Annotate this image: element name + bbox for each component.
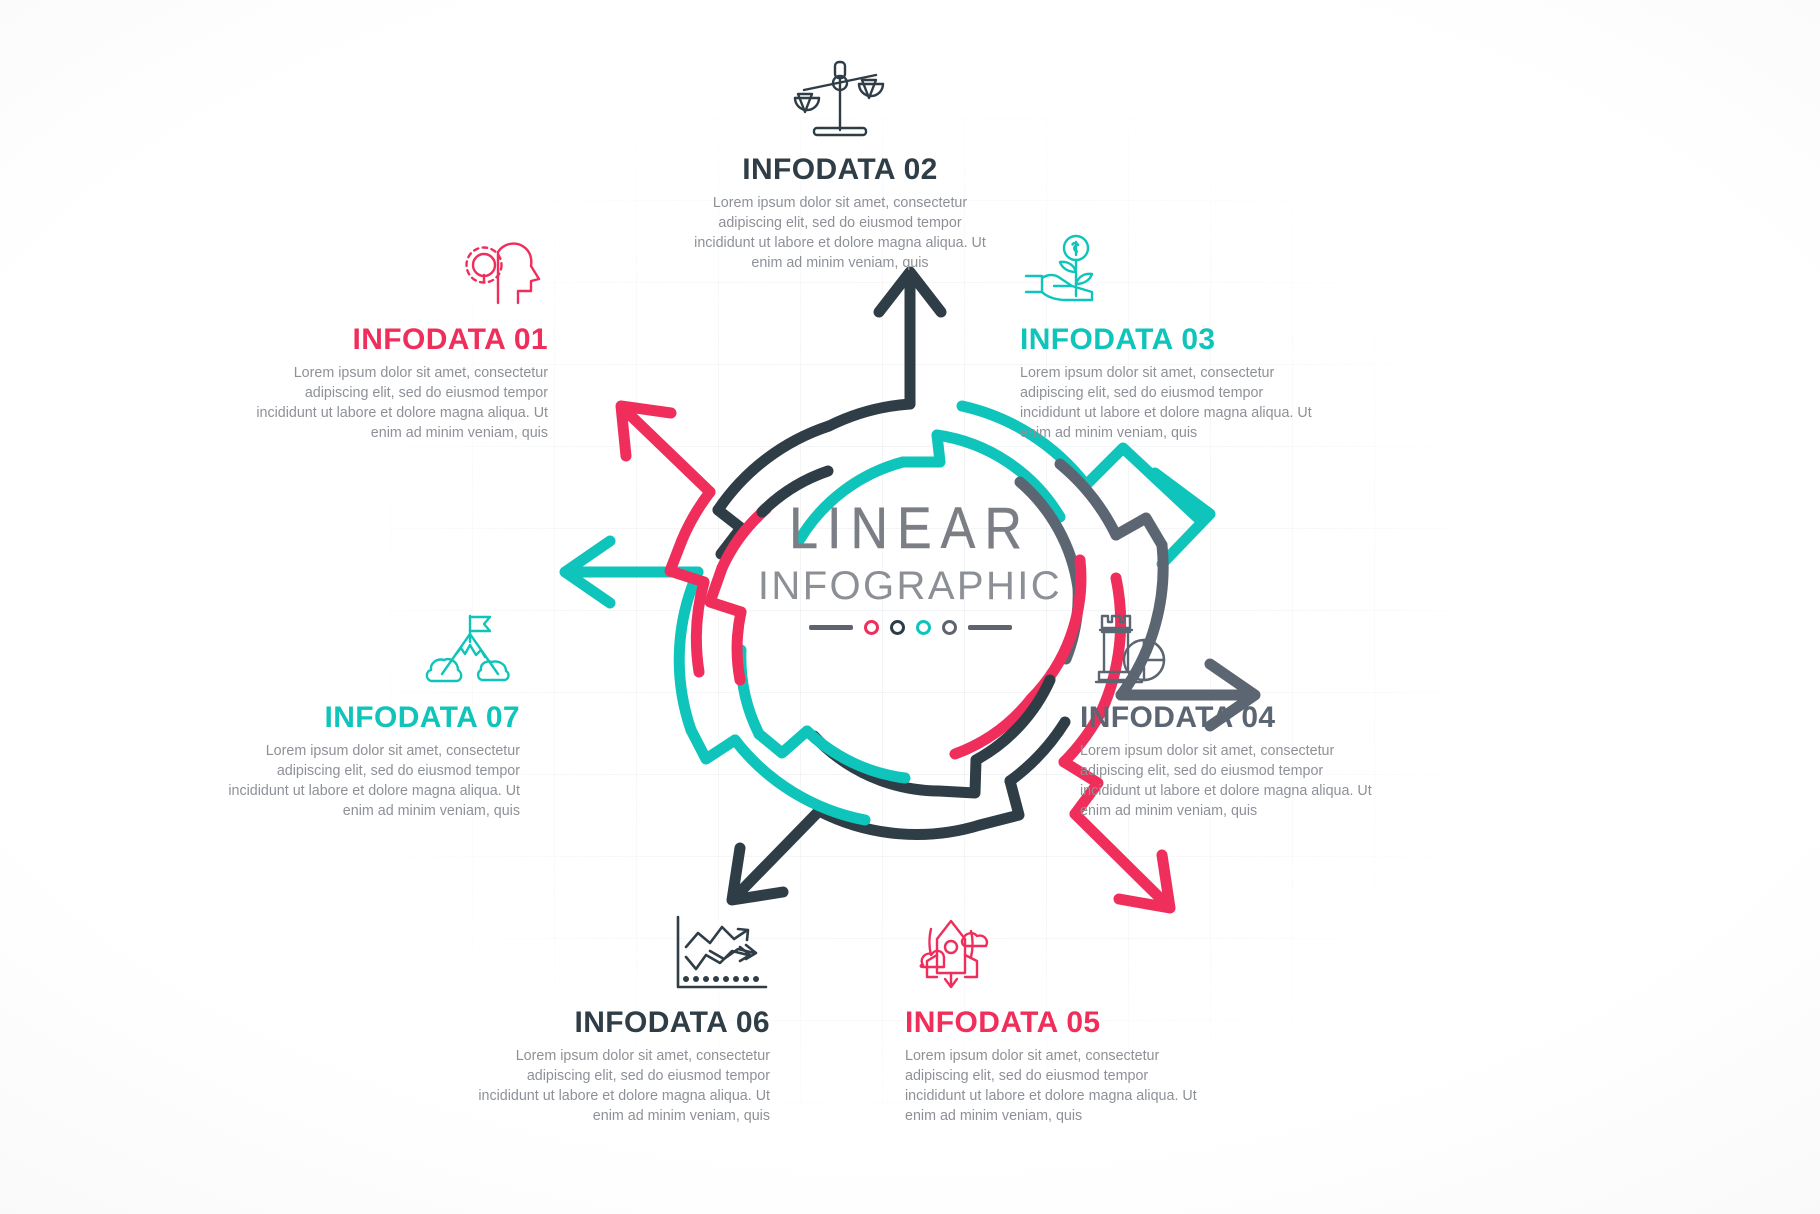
wheel-segment-lower-right-pink	[1058, 572, 1176, 914]
wheel-inner-upper-left-charcoal	[756, 465, 834, 518]
info-title-01: INFODATA 01	[352, 323, 548, 356]
circular-process-diagram	[410, 240, 1410, 980]
hand-money-plant-icon	[1020, 222, 1320, 314]
chess-rook-pie-chart-icon	[1080, 600, 1380, 692]
info-body-02: Lorem ipsum dolor sit amet, consectetur …	[694, 194, 986, 272]
wheel-segment-top-charcoal	[712, 266, 947, 560]
wheel-segment-upper-left-pink	[615, 400, 716, 678]
info-block-02[interactable]: INFODATA 02 Lorem ipsum dolor sit amet, …	[690, 52, 990, 274]
info-body-05: Lorem ipsum dolor sit amet, consectetur …	[905, 1047, 1197, 1125]
wheel-inner-left-pink	[704, 503, 772, 686]
info-body-07: Lorem ipsum dolor sit amet, consectetur …	[228, 742, 520, 820]
info-title-06: INFODATA 06	[574, 1006, 770, 1039]
rocket-clouds-icon	[905, 905, 1205, 997]
wheel-inner-upper-teal	[794, 429, 1066, 545]
info-title-05: INFODATA 05	[905, 1006, 1101, 1039]
info-block-05[interactable]: INFODATA 05 Lorem ipsum dolor sit amet, …	[905, 905, 1205, 1127]
info-block-01[interactable]: INFODATA 01 Lorem ipsum dolor sit amet, …	[248, 222, 548, 444]
info-title-03: INFODATA 03	[1020, 323, 1216, 356]
wheel-segment-lower-left-charcoal	[726, 716, 1071, 906]
info-body-01: Lorem ipsum dolor sit amet, consectetur …	[256, 364, 548, 442]
info-title-02: INFODATA 02	[742, 153, 938, 186]
info-title-07: INFODATA 07	[324, 701, 520, 734]
info-block-07[interactable]: INFODATA 07 Lorem ipsum dolor sit amet, …	[220, 600, 520, 822]
balance-scale-icon	[690, 52, 990, 144]
head-with-gear-icon	[248, 222, 548, 314]
info-title-04: INFODATA 04	[1080, 701, 1276, 734]
info-block-06[interactable]: INFODATA 06 Lorem ipsum dolor sit amet, …	[470, 905, 770, 1127]
info-body-04: Lorem ipsum dolor sit amet, consectetur …	[1080, 742, 1372, 820]
mountain-flag-clouds-icon	[220, 600, 520, 692]
wheel-inner-lower-left-teal	[735, 644, 911, 784]
info-block-03[interactable]: INFODATA 03 Lorem ipsum dolor sit amet, …	[1020, 222, 1320, 444]
info-body-03: Lorem ipsum dolor sit amet, consectetur …	[1020, 364, 1312, 442]
info-block-04[interactable]: INFODATA 04 Lorem ipsum dolor sit amet, …	[1080, 600, 1380, 822]
growth-chart-arrows-icon	[470, 905, 770, 997]
info-body-06: Lorem ipsum dolor sit amet, consectetur …	[478, 1047, 770, 1125]
